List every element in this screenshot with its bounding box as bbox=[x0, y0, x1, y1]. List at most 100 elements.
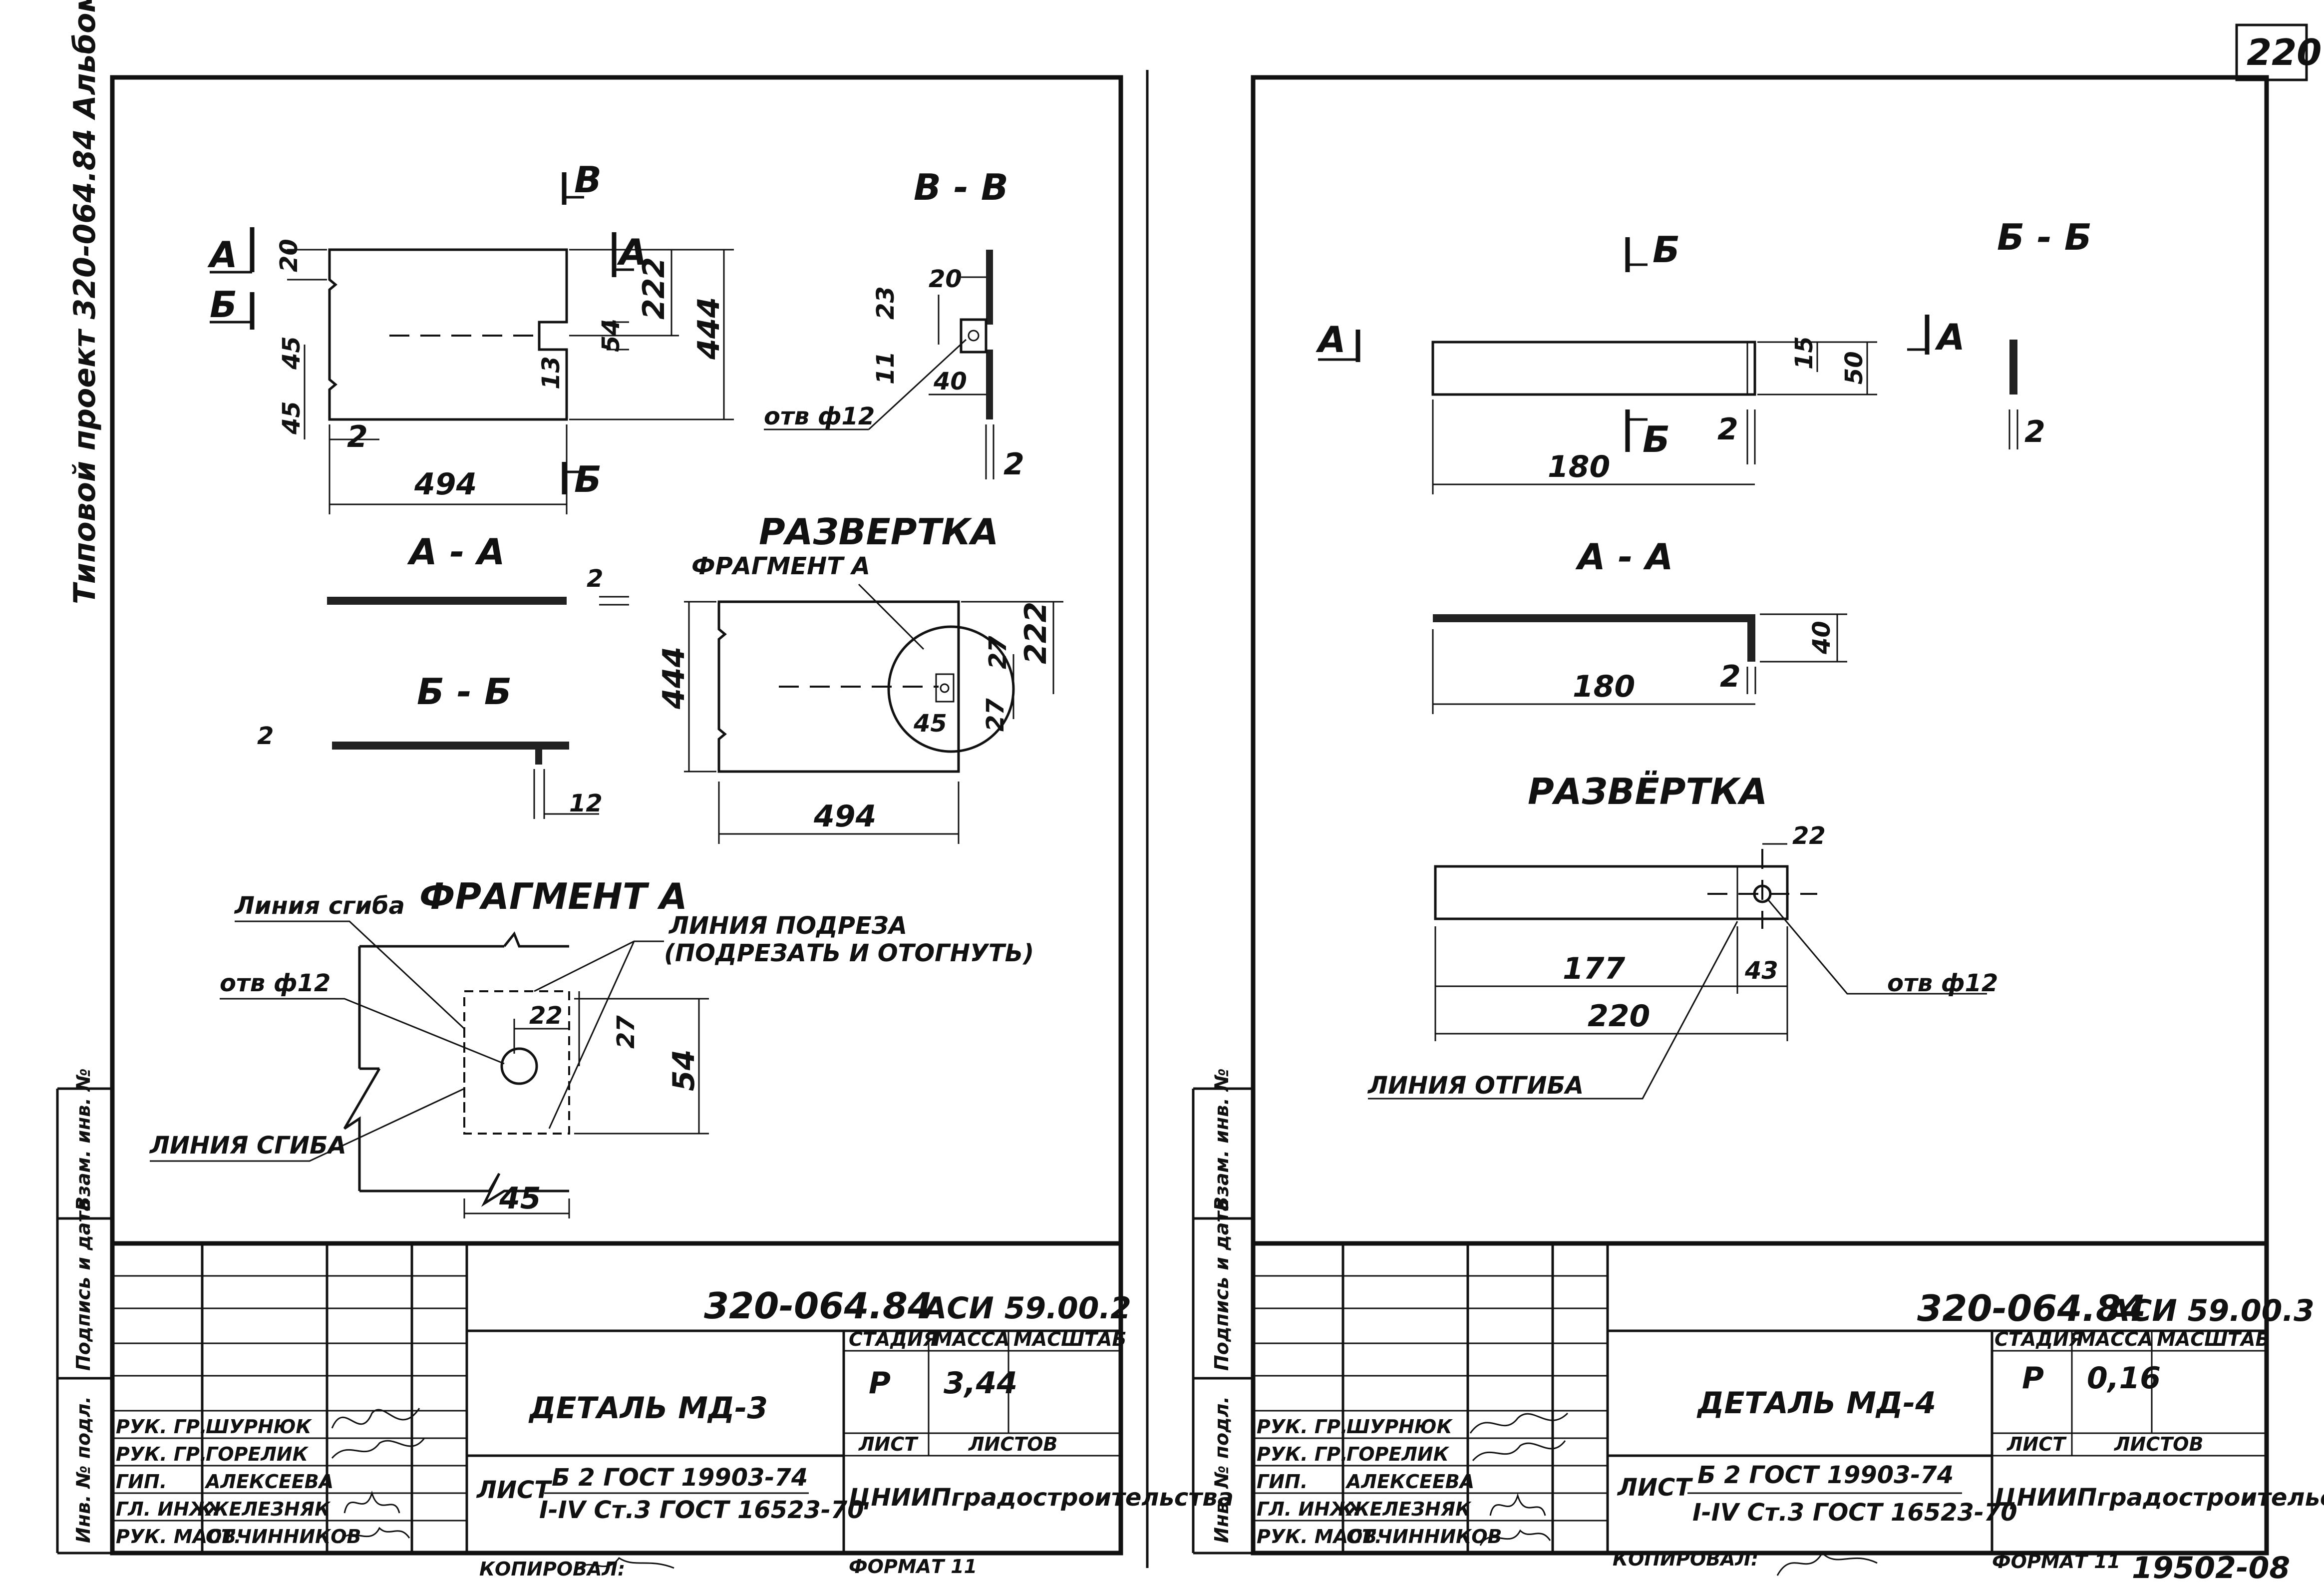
left-section-vv: В - В 20 23 11 40 2 отв ф12 bbox=[764, 166, 1024, 482]
cut-line-note: ЛИНИЯ ПОДРЕЗА bbox=[668, 912, 907, 940]
svg-text:МАССА: МАССА bbox=[934, 1328, 1009, 1350]
left-doc-code: 320-064.84 bbox=[704, 1285, 933, 1327]
svg-text:АЛЕКСЕЕВА: АЛЕКСЕЕВА bbox=[204, 1471, 333, 1493]
svg-text:Взам. инв. №: Взам. инв. № bbox=[1211, 1068, 1233, 1211]
page-number-box: 220 bbox=[2235, 23, 2322, 81]
svg-text:МАСШТАБ: МАСШТАБ bbox=[1013, 1328, 1126, 1350]
section-vv-title: В - В bbox=[914, 166, 1008, 208]
svg-text:ШУРНЮК: ШУРНЮК bbox=[1346, 1416, 1453, 1438]
section-bb-title-r: Б - Б bbox=[1997, 216, 2092, 258]
left-section-bb: Б - Б 2 12 bbox=[257, 671, 603, 819]
svg-text:РУК. ГР.: РУК. ГР. bbox=[1257, 1416, 1347, 1438]
right-mass: 0,16 bbox=[2087, 1361, 2161, 1396]
svg-text:РУК. МАСТ.: РУК. МАСТ. bbox=[1257, 1526, 1382, 1548]
signature bbox=[338, 1527, 410, 1544]
cut-a-label: А bbox=[207, 234, 238, 276]
svg-text:40: 40 bbox=[933, 368, 967, 396]
hole-note-r: отв ф12 bbox=[1887, 969, 1998, 997]
razvertka-title-r: РАЗВЁРТКА bbox=[1528, 771, 1767, 812]
signature bbox=[1472, 1440, 1566, 1461]
svg-text:КОПИРОВАЛ:: КОПИРОВАЛ: bbox=[1613, 1548, 1758, 1570]
svg-text:220: 220 bbox=[1588, 999, 1650, 1034]
svg-text:РУК. ГР.: РУК. ГР. bbox=[1257, 1443, 1347, 1465]
right-org: ЦНИИПградостроительства bbox=[1994, 1484, 2324, 1512]
svg-text:15: 15 bbox=[1790, 336, 1818, 370]
svg-text:27: 27 bbox=[982, 698, 1009, 732]
page-number: 220 bbox=[2247, 31, 2322, 73]
svg-text:494: 494 bbox=[414, 467, 477, 502]
svg-text:20: 20 bbox=[929, 265, 962, 293]
cut-a-label-r: А bbox=[1316, 319, 1346, 361]
svg-text:2: 2 bbox=[1717, 412, 1738, 447]
svg-text:ЖЕЛЕЗНЯК: ЖЕЛЕЗНЯК bbox=[204, 1498, 331, 1520]
svg-text:2: 2 bbox=[347, 419, 368, 454]
svg-text:45: 45 bbox=[278, 401, 306, 435]
svg-text:СТАДИЯ: СТАДИЯ bbox=[849, 1328, 938, 1350]
cut-b-label: Б bbox=[210, 284, 237, 326]
svg-text:МАССА: МАССА bbox=[2077, 1328, 2153, 1350]
svg-text:ГИП.: ГИП. bbox=[1257, 1471, 1308, 1493]
left-material-1: Б 2 ГОСТ 19903-74 bbox=[552, 1464, 808, 1492]
archive-number: 19502-08 bbox=[2132, 1551, 2290, 1586]
right-section-aa: А - А 40 2 180 bbox=[1432, 536, 1847, 714]
right-side-strip: Инв. № подл. Подпись и дата Взам. инв. № bbox=[1192, 1068, 1253, 1555]
svg-text:РУК. ГР.: РУК. ГР. bbox=[116, 1443, 207, 1465]
svg-text:43: 43 bbox=[1744, 957, 1778, 985]
svg-text:494: 494 bbox=[813, 799, 876, 834]
svg-text:ЛИСТ: ЛИСТ bbox=[476, 1476, 552, 1504]
svg-text:Подпись и дата: Подпись и дата bbox=[1211, 1198, 1233, 1371]
side-col-inv: Инв. № подл. bbox=[72, 1396, 94, 1543]
svg-text:ЖЕЛЕЗНЯК: ЖЕЛЕЗНЯК bbox=[1345, 1498, 1472, 1520]
svg-text:ЛИСТОВ: ЛИСТОВ bbox=[968, 1433, 1057, 1455]
right-title-block: 320-064.84 АСИ 59.00.3 ДЕТАЛЬ МД-4 СТАДИ… bbox=[1253, 1241, 2324, 1586]
svg-text:ГОРЕЛИК: ГОРЕЛИК bbox=[1346, 1443, 1450, 1465]
svg-text:444: 444 bbox=[691, 297, 726, 360]
svg-text:54: 54 bbox=[597, 319, 625, 352]
svg-text:ФОРМАТ 11: ФОРМАТ 11 bbox=[849, 1556, 977, 1578]
right-sheet: Инв. № подл. Подпись и дата Взам. инв. №… bbox=[1192, 75, 2324, 1586]
right-sheet-code: АСИ 59.00.3 bbox=[2105, 1293, 2315, 1328]
side-col-sign: Подпись и дата bbox=[72, 1198, 94, 1371]
svg-text:ФОРМАТ 11: ФОРМАТ 11 bbox=[1992, 1551, 2120, 1573]
signature bbox=[331, 1408, 420, 1429]
right-material-2: I-IV Ст.3 ГОСТ 16523-70 bbox=[1692, 1499, 2017, 1527]
svg-text:11: 11 bbox=[872, 351, 900, 385]
section-bb-title: Б - Б bbox=[417, 671, 512, 713]
right-doc-code: 320-064.84 bbox=[1917, 1287, 2146, 1329]
svg-text:40: 40 bbox=[1808, 621, 1836, 655]
left-razvertka: РАЗВЕРТКА ФРАГМЕНТ А 444 222 27 27 45 49… bbox=[657, 511, 1063, 844]
left-mass: 3,44 bbox=[944, 1366, 1017, 1401]
hole-note-vv: отв ф12 bbox=[764, 402, 875, 430]
svg-text:Инв. № подл.: Инв. № подл. bbox=[1211, 1396, 1233, 1543]
svg-text:ЛИСТ: ЛИСТ bbox=[858, 1433, 919, 1455]
svg-text:54: 54 bbox=[666, 1050, 701, 1092]
left-main-view: В Б А Б А 494 444 222 bbox=[207, 159, 734, 514]
svg-text:177: 177 bbox=[1563, 951, 1625, 986]
left-org: ЦНИИПградостроительства bbox=[849, 1484, 1234, 1512]
right-material-1: Б 2 ГОСТ 19903-74 bbox=[1697, 1461, 1954, 1489]
signature bbox=[331, 1438, 425, 1459]
svg-text:ОВЧИННИКОВ: ОВЧИННИКОВ bbox=[1346, 1526, 1502, 1548]
svg-text:2: 2 bbox=[587, 565, 603, 593]
svg-text:ФРАГМЕНТ А: ФРАГМЕНТ А bbox=[691, 552, 870, 580]
svg-text:2: 2 bbox=[2024, 414, 2045, 449]
svg-text:23: 23 bbox=[872, 286, 900, 320]
project-stamp: Типовой проект 320-064.84 Альбом VII.4.2 bbox=[67, 0, 102, 604]
left-title-block: 320-064.84 АСИ 59.00.2 ДЕТАЛЬ МД-3 СТАДИ… bbox=[112, 1241, 1234, 1580]
svg-text:20: 20 bbox=[275, 239, 303, 272]
right-section-bb: Б - Б 2 bbox=[1997, 216, 2092, 449]
svg-text:КОПИРОВАЛ:: КОПИРОВАЛ: bbox=[479, 1558, 625, 1580]
svg-text:22: 22 bbox=[1792, 822, 1826, 850]
signature bbox=[1469, 1412, 1569, 1434]
svg-text:Б: Б bbox=[574, 458, 602, 500]
svg-text:ГИП.: ГИП. bbox=[116, 1471, 167, 1493]
bend-line-note-r: ЛИНИЯ ОТГИБА bbox=[1367, 1072, 1584, 1100]
signature bbox=[343, 1490, 400, 1514]
signature bbox=[573, 1557, 674, 1574]
svg-text:А: А bbox=[617, 231, 647, 273]
svg-text:222: 222 bbox=[637, 257, 671, 320]
signature bbox=[1489, 1493, 1546, 1516]
svg-text:ГЛ. ИНЖ.: ГЛ. ИНЖ. bbox=[1257, 1498, 1360, 1520]
svg-text:ЛИСТ: ЛИСТ bbox=[1617, 1474, 1693, 1502]
svg-text:2: 2 bbox=[257, 722, 274, 750]
